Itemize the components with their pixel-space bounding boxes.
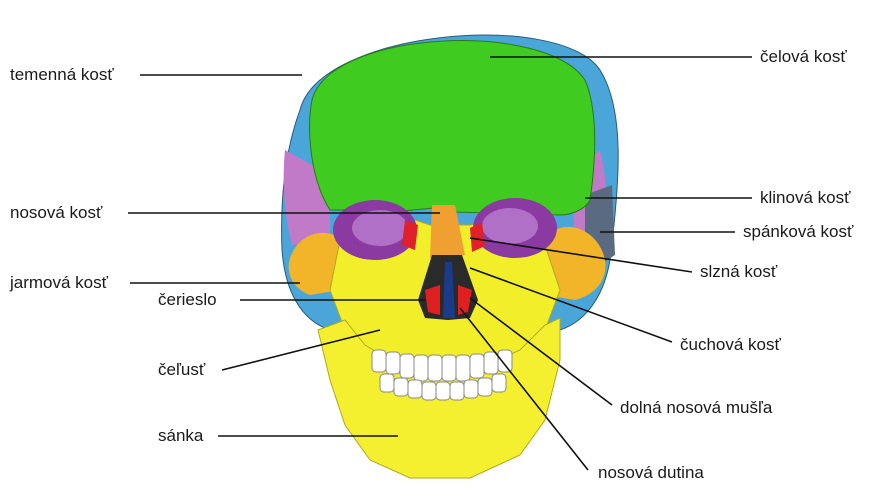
label-dolna-nosova-musla: dolná nosová mušľa xyxy=(620,398,772,418)
label-nosova-kost: nosová kosť xyxy=(10,203,102,223)
label-sanka: sánka xyxy=(158,426,203,446)
frontal-bone xyxy=(310,41,595,215)
label-slzna-kost: slzná kosť xyxy=(700,262,777,282)
label-temenna-kost: temenná kosť xyxy=(10,65,114,85)
label-klinova-kost: klinová kosť xyxy=(760,188,850,208)
orbit-left-inner xyxy=(352,210,408,246)
label-celova-kost: čelová kosť xyxy=(760,47,847,67)
label-jarmova-kost: jarmová kosť xyxy=(10,273,108,293)
label-celust: čeľusť xyxy=(158,360,205,380)
label-nosova-dutina: nosová dutina xyxy=(598,463,704,483)
label-cerieslo: čerieslo xyxy=(158,290,217,310)
orbit-right-inner xyxy=(482,208,538,244)
label-cuchova-kost: čuchová kosť xyxy=(680,335,781,355)
label-spankova-kost: spánková kosť xyxy=(743,222,853,242)
